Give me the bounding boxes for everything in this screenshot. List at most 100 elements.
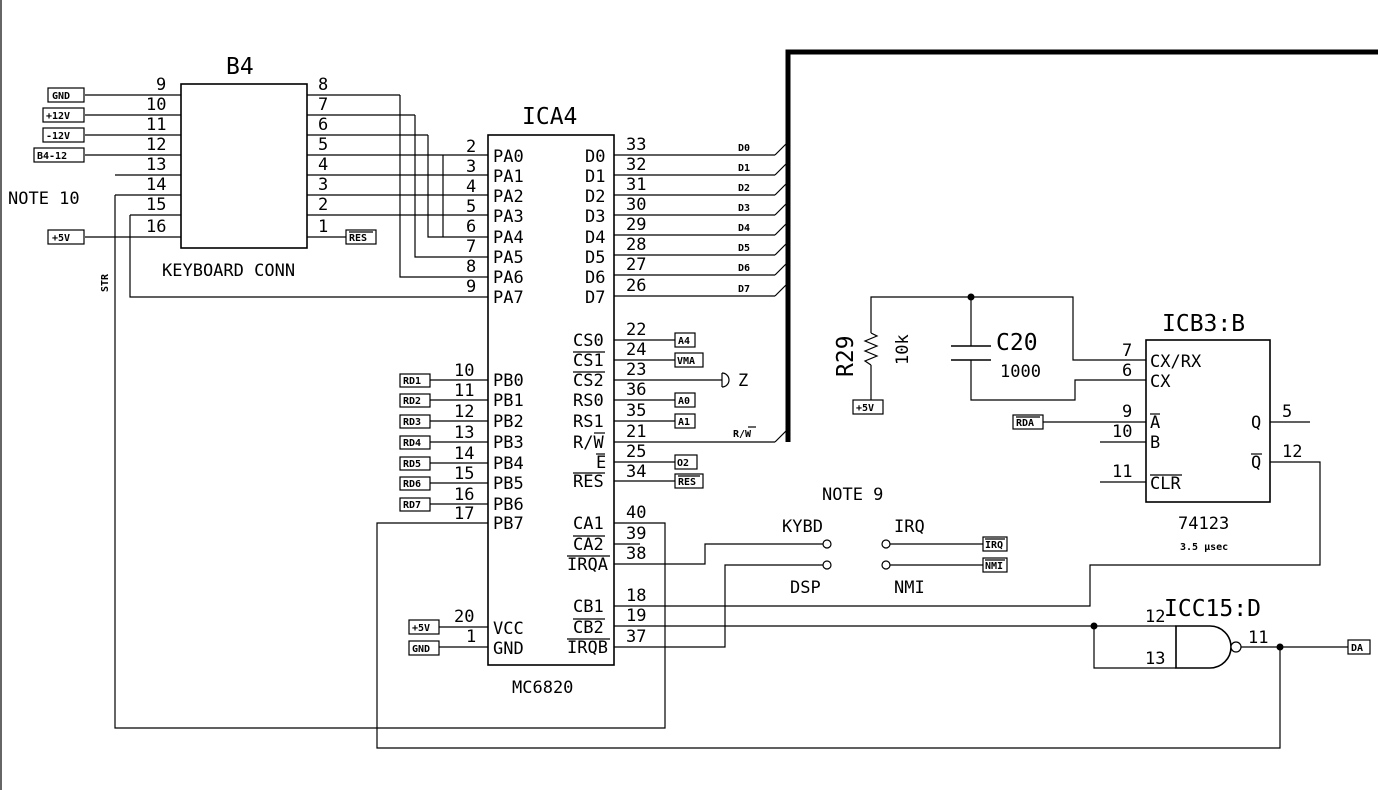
ica4-pin-num: 29 [626,215,646,235]
icb3-pin-cx: CX [1150,372,1171,392]
ica4-pin-vcc: VCC [493,619,524,639]
jumper-dsp-label: DSP [790,578,821,598]
bus-tag-d2: D2 [738,183,750,194]
jumper-irq-label: IRQ [894,517,925,537]
icb3-pin-num: 9 [1122,402,1132,422]
tag-rd4: RD4 [403,438,421,449]
ica4-pin-num: 35 [626,401,646,421]
ica4-pin-num: 10 [454,361,474,381]
ica4-pin-res: RES [573,472,604,492]
ica4-pin-d1: D1 [585,167,605,187]
ica4-pin-d5: D5 [585,248,605,268]
icc15-pin-num: 12 [1145,607,1165,627]
ica4-pin-cb1: CB1 [573,597,604,617]
bus-tag-d7: D7 [738,284,750,295]
ica4-pin-d7: D7 [585,288,605,308]
icb3-chip: ICB3:B 74123 3.5 µsec RDA 7 CX/RX 6 CX 9… [1012,311,1310,553]
b4-connector: B4 KEYBOARD CONN 9 10 11 12 13 14 15 16 … [8,54,488,292]
bus-tag-d1: D1 [738,163,750,174]
nand-body [1175,625,1232,669]
ica4-pin-num: 12 [454,402,474,422]
ica4-pin-num: 32 [626,155,646,175]
ica4-pin-num: 22 [626,320,646,340]
tag-vma: VMA [677,356,695,367]
tag-rd5: RD5 [403,459,421,470]
icb3-part: 74123 [1178,514,1229,534]
icb3-pin-num: 11 [1112,462,1132,482]
ica4-pin-d2: D2 [585,187,605,207]
jumper-kybd-label: KYBD [782,517,823,537]
tag-gnd: GND [412,644,430,655]
ica4-handshake: 40 CA1 39 CA2 38 IRQA 18 CB1 19 CB2 37 I… [567,461,1321,658]
icb3-pin-clr: CLR [1150,474,1181,494]
b4-pin: 14 [146,175,166,195]
ica4-pin-pa6: PA6 [493,268,524,288]
ica4-pin-irqa: IRQA [567,555,608,575]
ica4-pin-num: 34 [626,462,646,482]
b4-pin: 6 [318,115,328,135]
ica4-pin-pa0: PA0 [493,147,524,167]
tag-nmi: NMI [985,561,1003,572]
icb3-pin-num: 12 [1282,442,1302,462]
tag-a0: A0 [678,396,690,407]
ica4-pin-num: 18 [626,586,646,606]
ica4-pin-num: 24 [626,340,646,360]
ica4-data-bus: 33 D0 32 D1 31 D2 30 D3 29 D4 28 D5 27 D… [585,135,789,308]
ica4-pin-num: 2 [466,137,476,157]
b4-pin: 10 [146,95,166,115]
ica4-pin-num: 21 [626,422,646,442]
ica4-pin-num: 40 [626,503,646,523]
note-10-label: NOTE 10 [8,189,80,209]
tag-rda: RDA [1016,418,1034,429]
b4-pin: 1 [318,217,328,237]
b4-pin: 12 [146,135,166,155]
ica4-pin-rw: R/W [573,433,604,453]
b4-pin: 11 [146,115,166,135]
ica4-pin-d4: D4 [585,228,605,248]
ica4-pin-pa3: PA3 [493,207,524,227]
ica4-pin-cs1: CS1 [573,351,604,371]
ica4-pin-num: 39 [626,524,646,544]
r29-resistor: R29 10k +5V [833,293,1146,415]
icc15-pin-num: 13 [1145,649,1165,669]
icb3-pin-num: 7 [1122,341,1132,361]
b4-pin: 7 [318,95,328,115]
ica4-pin-num: 11 [454,381,474,401]
ica4-pin-num: 3 [466,157,476,177]
b4-tag-b4-12: B4-12 [37,151,67,162]
b4-pin: 8 [318,75,328,95]
icc15-pin-num: 11 [1248,628,1268,648]
ica4-pin-pb3: PB3 [493,433,524,453]
ica4-power: +5V GND 20 VCC 1 GND [408,607,524,659]
ica4-pin-rs0: RS0 [573,391,604,411]
ica4-pin-num: 31 [626,175,646,195]
ica4-pin-pb4: PB4 [493,454,524,474]
b4-pin: 2 [318,195,328,215]
ica4-pin-num: 14 [454,444,474,464]
b4-name: B4 [226,54,254,80]
ica4-pin-num: 37 [626,627,646,647]
data-bus [785,49,1378,442]
b4-pin: 3 [318,175,328,195]
ica4-pin-num: 20 [454,607,474,627]
icb3-pin-num: 10 [1112,422,1132,442]
ica4-pin-pa7: PA7 [493,288,524,308]
b4-tag-res: RES [349,233,367,244]
ica4-pin-num: 33 [626,135,646,155]
ica4-control: Z A4 VMA A0 A1 O2 RES R/W 22 CS0 24 CS1 … [573,320,789,492]
tag-res: RES [678,477,696,488]
b4-tag-minus12v: -12V [46,131,70,142]
b4-tag-plus12v: +12V [46,111,70,122]
ica4-pin-pb6: PB6 [493,495,524,515]
bus-tag-d4: D4 [738,223,750,234]
icb3-pin-b: B [1150,433,1160,453]
ica4-pin-num: 7 [466,237,476,257]
jumper-pad [881,560,891,570]
ica4-pin-pa4: PA4 [493,228,524,248]
ica4-pin-pa2: PA2 [493,187,524,207]
ica4-pin-num: 30 [626,195,646,215]
port-a-wiring [114,95,666,729]
ica4-subtitle: MC6820 [512,678,573,698]
tag-o2: O2 [677,458,689,469]
r29-value: 10k [893,334,913,365]
